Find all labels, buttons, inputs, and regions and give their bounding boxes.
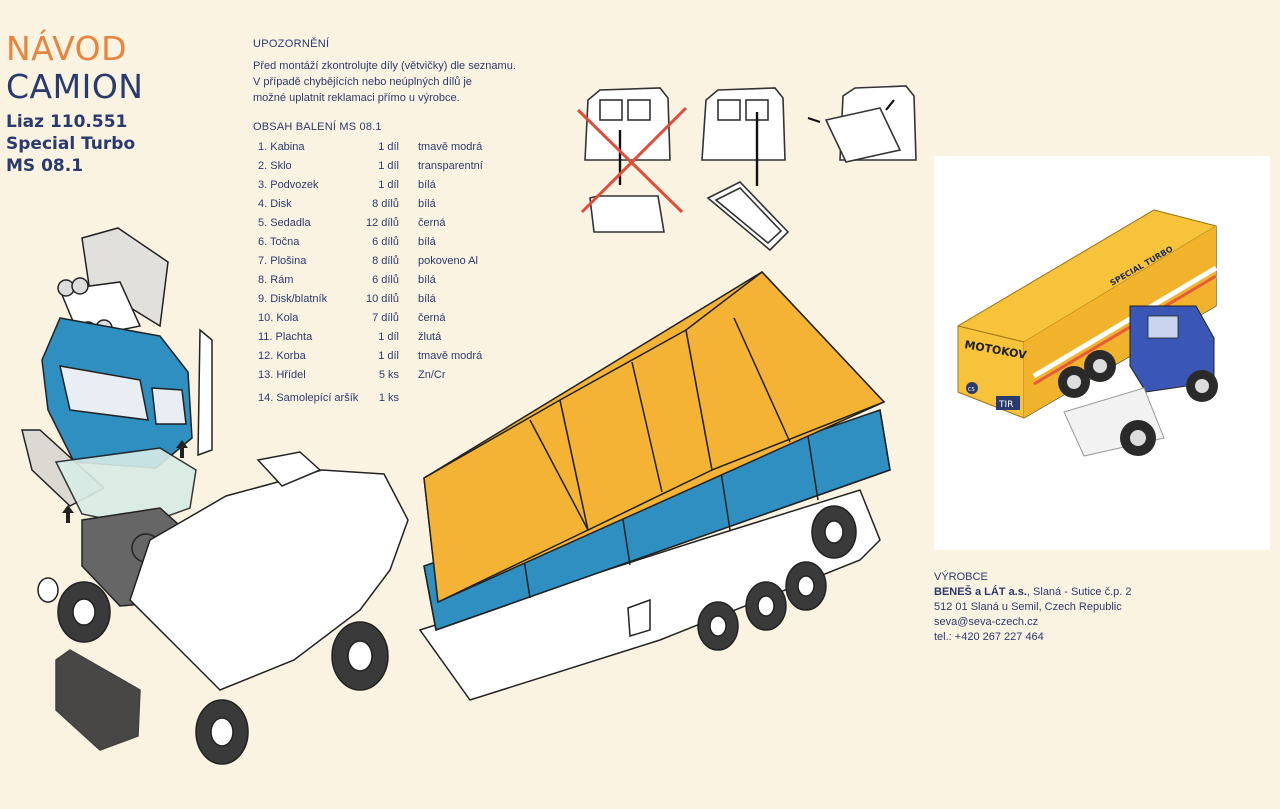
part-color: bílá xyxy=(418,198,436,210)
contents-heading: OBSAH BALENÍ MS 08.1 xyxy=(253,121,382,133)
part-qty: 1 díl xyxy=(378,141,399,153)
part-name: 2. Sklo xyxy=(258,160,292,172)
part-color: transparentní xyxy=(418,160,483,172)
notice-line-2: V případě chybějících nebo neúplných díl… xyxy=(253,76,472,88)
part-name: 11. Plachta xyxy=(258,331,313,343)
product-photo: MOTOKOV SPECIAL TURBO TIR CS xyxy=(934,156,1270,550)
photo-country-badge: CS xyxy=(968,387,975,393)
part-row: 9. Disk/blatník 10 dílů bílá xyxy=(253,293,513,312)
part-color: černá xyxy=(418,312,446,324)
part-name: 13. Hřídel xyxy=(258,369,306,381)
part-name: 5. Sedadla xyxy=(258,217,311,229)
title-navod: NÁVOD xyxy=(6,29,128,68)
parts-list: 1. Kabina 1 díl tmavě modrá 2. Sklo 1 díl tr… xyxy=(253,141,513,411)
part-color: bílá xyxy=(418,293,436,305)
part-name: 6. Točna xyxy=(258,236,300,248)
part-qty: 10 dílů xyxy=(365,293,399,305)
part-qty: 8 dílů xyxy=(372,198,399,210)
notice-line-3: možné uplatnit reklamaci přímo u výrobce… xyxy=(253,92,460,104)
part-row: 14. Samolepící aršík 1 ks xyxy=(253,392,513,411)
truck-model-image: MOTOKOV SPECIAL TURBO TIR CS xyxy=(934,156,1270,550)
part-color: tmavě modrá xyxy=(418,350,483,362)
part-qty: 1 díl xyxy=(378,350,399,362)
model-name: Liaz 110.551 Special Turbo MS 08.1 xyxy=(6,111,135,177)
glass-correct-diagram xyxy=(701,87,790,252)
cross-icon xyxy=(576,106,688,214)
arrow-up-icon xyxy=(62,440,188,523)
manufacturer-heading: VÝROBCE xyxy=(934,571,988,583)
part-name: 8. Rám xyxy=(258,274,294,286)
part-color: bílá xyxy=(418,236,436,248)
glass-insert-diagram xyxy=(807,85,917,163)
part-name: 12. Korba xyxy=(258,350,306,362)
tractor-exploded-view xyxy=(21,227,409,765)
part-qty: 1 díl xyxy=(378,160,399,172)
model-line-3: MS 08.1 xyxy=(6,156,84,176)
manufacturer-address: 512 01 Slaná u Semil, Czech Republic xyxy=(934,601,1122,613)
part-name: 7. Plošina xyxy=(258,255,307,267)
notice-heading: UPOZORNĚNÍ xyxy=(253,38,330,50)
part-qty: 6 dílů xyxy=(372,274,399,286)
trailer-exploded-view xyxy=(418,270,891,701)
part-color: žlutá xyxy=(418,331,442,343)
part-qty: 1 díl xyxy=(378,179,399,191)
part-name: 14. Samolepící aršík xyxy=(258,392,359,404)
part-row: 5. Sedadla 12 dílů černá xyxy=(253,217,513,236)
notice-text: Před montáží zkontrolujte díly (větvičky… xyxy=(253,58,553,106)
page-title: NÁVOD CAMION xyxy=(6,30,143,106)
part-row: 6. Točna 6 dílů bílá xyxy=(253,236,513,255)
part-row: 13. Hřídel 5 ks Zn/Cr xyxy=(253,369,513,388)
part-color: bílá xyxy=(418,179,436,191)
part-color: tmavě modrá xyxy=(418,141,483,153)
part-qty: 1 díl xyxy=(378,331,399,343)
part-qty: 5 ks xyxy=(378,369,399,381)
part-row: 4. Disk 8 dílů bílá xyxy=(253,198,513,217)
manufacturer-phone: tel.: +420 267 227 464 xyxy=(934,631,1044,643)
manufacturer-email[interactable]: seva@seva-czech.cz xyxy=(934,616,1039,628)
title-camion: CAMION xyxy=(6,67,144,106)
part-qty: 7 dílů xyxy=(372,312,399,324)
manufacturer-line-1: BENEŠ a LÁT a.s., Slaná - Sutice č.p. 2 xyxy=(934,585,1131,600)
part-qty: 12 dílů xyxy=(365,217,399,229)
model-line-2: Special Turbo xyxy=(6,134,136,154)
part-row: 12. Korba 1 díl tmavě modrá xyxy=(253,350,513,369)
part-color: černá xyxy=(418,217,446,229)
part-row: 7. Plošina 8 dílů pokoveno Al xyxy=(253,255,513,274)
part-color: bílá xyxy=(418,274,436,286)
part-name: 4. Disk xyxy=(258,198,292,210)
part-row: 11. Plachta 1 díl žlutá xyxy=(253,331,513,350)
notice-line-1: Před montáží zkontrolujte díly (větvičky… xyxy=(253,60,516,72)
part-color: pokoveno Al xyxy=(418,255,478,267)
part-name: 1. Kabina xyxy=(258,141,305,153)
photo-plate: TIR xyxy=(998,400,1013,410)
company-address: , Slaná - Sutice č.p. 2 xyxy=(1026,586,1132,598)
manufacturer-info: VÝROBCE BENEŠ a LÁT a.s., Slaná - Sutice… xyxy=(934,570,1131,645)
company-name: BENEŠ a LÁT a.s. xyxy=(934,586,1027,598)
part-row: 1. Kabina 1 díl tmavě modrá xyxy=(253,141,513,160)
part-name: 10. Kola xyxy=(258,312,299,324)
part-color: Zn/Cr xyxy=(418,369,446,381)
part-qty: 6 dílů xyxy=(372,236,399,248)
part-qty: 1 ks xyxy=(378,392,399,404)
part-name: 3. Podvozek xyxy=(258,179,319,191)
part-row: 3. Podvozek 1 díl bílá xyxy=(253,179,513,198)
part-row: 10. Kola 7 dílů černá xyxy=(253,312,513,331)
part-row: 8. Rám 6 dílů bílá xyxy=(253,274,513,293)
part-name: 9. Disk/blatník xyxy=(258,293,328,305)
part-qty: 8 dílů xyxy=(372,255,399,267)
model-line-1: Liaz 110.551 xyxy=(6,112,128,132)
part-row: 2. Sklo 1 díl transparentní xyxy=(253,160,513,179)
